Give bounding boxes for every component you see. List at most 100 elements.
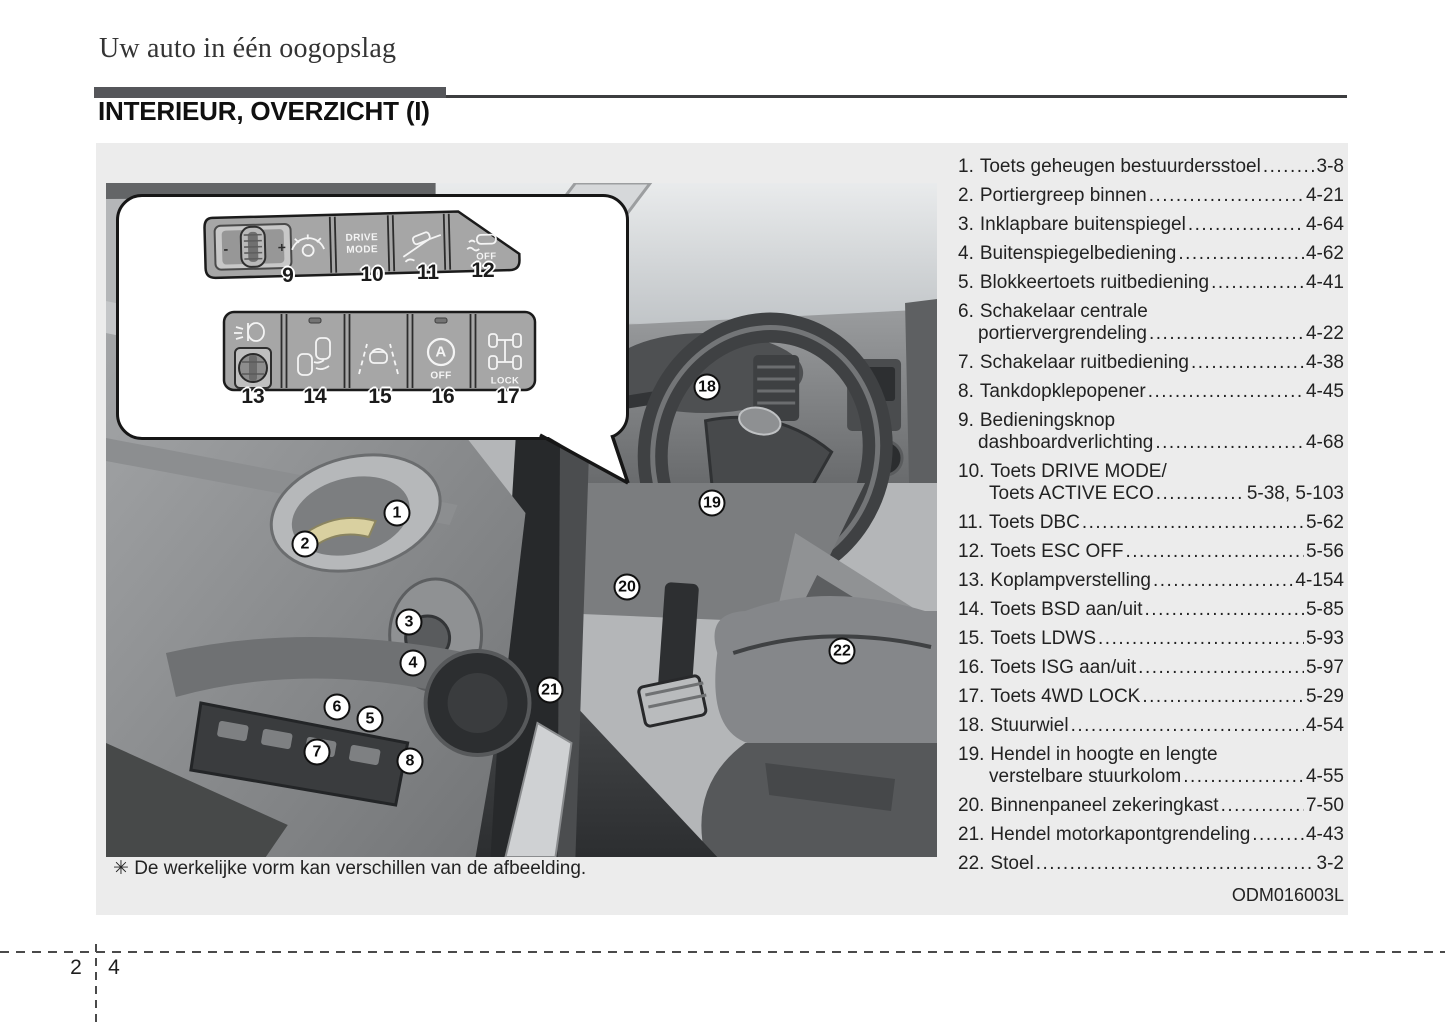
- isg-a-label[interactable]: A: [435, 343, 447, 361]
- photo-marker-number: 8: [405, 752, 415, 769]
- toc-item: 11.Toets DBC5-62: [958, 512, 1344, 534]
- drive-mode-label-line1[interactable]: DRIVE: [345, 232, 379, 244]
- headlamp-leveling-switch[interactable]: [234, 322, 272, 389]
- toc-line: 6.Schakelaar centrale: [958, 301, 1148, 322]
- toc-item: 8.Tankdopklepopener4-45: [958, 381, 1344, 403]
- toc-line: 11.Toets DBC5-62: [958, 512, 1344, 534]
- breadcrumb-bar: [94, 87, 446, 98]
- photo-marker-number: 18: [698, 378, 716, 395]
- photo-marker-number: 22: [833, 642, 851, 659]
- photo-marker-4: 4: [399, 649, 427, 677]
- panel-separators: [280, 314, 477, 388]
- photo-marker-number: 1: [392, 504, 402, 521]
- toc-item: 1.Toets geheugen bestuurdersstoel3-8: [958, 156, 1344, 178]
- dimmer-minus-label: -: [223, 240, 229, 257]
- toc-item: 9.Bedieningsknopdashboardverlichting4-68: [958, 410, 1344, 454]
- toc-item: 3.Inklapbare buitenspiegel4-64: [958, 214, 1344, 236]
- toc-list: 1.Toets geheugen bestuurdersstoel3-8 2.Po…: [958, 156, 1344, 882]
- toc-line: 7.Schakelaar ruitbediening4-38: [958, 352, 1344, 374]
- photo-marker-number: 19: [703, 494, 721, 511]
- 4wd-lock-label[interactable]: LOCK: [490, 375, 520, 387]
- driver-seat: [701, 596, 937, 857]
- toc-line: 13.Koplampverstelling4-154: [958, 570, 1344, 592]
- toc-line: 17.Toets 4WD LOCK5-29: [958, 686, 1344, 708]
- photo-marker-21: 21: [536, 676, 564, 704]
- callout-bubble-tail: [539, 432, 630, 485]
- photo-marker-number: 2: [300, 535, 310, 552]
- toc-item: 14.Toets BSD aan/uit5-85: [958, 599, 1344, 621]
- panel-number-10: 10: [360, 263, 384, 286]
- toc-item: 18.Stuurwiel4-54: [958, 715, 1344, 737]
- footer-dashed-divider: [95, 944, 97, 1026]
- lower-panel-body: [222, 310, 537, 392]
- toc-item: 20.Binnenpaneel zekeringkast7-50: [958, 795, 1344, 817]
- toc-line: 16.Toets ISG aan/uit5-97: [958, 657, 1344, 679]
- page-title: INTERIEUR, OVERZICHT (I): [98, 96, 430, 126]
- photo-marker-22: 22: [828, 637, 856, 665]
- photo-marker-number: 4: [408, 654, 418, 671]
- panel-number-14: 14: [303, 385, 327, 408]
- toc-line: 5.Blokkeertoets ruitbediening4-41: [958, 272, 1344, 294]
- toc-line: 19.Hendel in hoogte en lengte: [958, 744, 1218, 765]
- panel-number-16: 16: [431, 385, 455, 408]
- panel-number-15: 15: [368, 385, 392, 408]
- panel-number-13: 13: [241, 385, 265, 408]
- panel-illumination-icon: [291, 234, 325, 257]
- footer-dashed-rule: [0, 951, 1445, 953]
- toc-line: 3.Inklapbare buitenspiegel4-64: [958, 214, 1344, 236]
- footer-page-number: 4: [108, 956, 120, 979]
- ldws-switch-icon[interactable]: [358, 343, 399, 375]
- toc-line: 8.Tankdopklepopener4-45: [958, 381, 1344, 403]
- panel-number-9: 9: [282, 264, 294, 287]
- toc-item: 7.Schakelaar ruitbediening4-38: [958, 352, 1344, 374]
- toc-line: 12.Toets ESC OFF5-56: [958, 541, 1344, 563]
- drive-mode-label-line2[interactable]: MODE: [346, 244, 379, 256]
- panel-number-11: 11: [416, 261, 440, 284]
- toc-line: 14.Toets BSD aan/uit5-85: [958, 599, 1344, 621]
- switch-panel-lower: A OFF LOCK: [222, 310, 537, 392]
- photo-marker-number: 5: [365, 710, 375, 727]
- illumination-dimmer-switch[interactable]: [213, 223, 293, 271]
- toc-line-continuation: verstelbare stuurkolom4-55: [958, 766, 1344, 788]
- photo-marker-19: 19: [698, 489, 726, 517]
- isg-switch-icon[interactable]: [426, 317, 456, 367]
- isg-off-label[interactable]: OFF: [430, 370, 452, 382]
- switch-panel-upper: - + DRIVE MODE OFF: [202, 208, 522, 280]
- toc-line: 10.Toets DRIVE MODE/: [958, 461, 1167, 482]
- photo-marker-7: 7: [303, 738, 331, 766]
- toc-line-continuation: Toets ACTIVE ECO5-38, 5-103: [958, 483, 1344, 505]
- figure-note: ✳ De werkelijke vorm kan verschillen van…: [113, 858, 587, 879]
- photo-marker-6: 6: [323, 693, 351, 721]
- panel-number-17: 17: [496, 385, 520, 408]
- toc-line: 2.Portiergreep binnen4-21: [958, 185, 1344, 207]
- photo-marker-8: 8: [396, 747, 424, 775]
- toc-line-continuation: dashboardverlichting4-68: [958, 432, 1344, 454]
- photo-marker-1: 1: [383, 499, 411, 527]
- breadcrumb: Uw auto in één oogopslag: [99, 33, 397, 64]
- toc-item: 4.Buitenspiegelbediening4-62: [958, 243, 1344, 265]
- toc-line: 15.Toets LDWS5-93: [958, 628, 1344, 650]
- toc-item: 13.Koplampverstelling4-154: [958, 570, 1344, 592]
- toc-item: 2.Portiergreep binnen4-21: [958, 185, 1344, 207]
- interior-overview-figure: - + DRIVE MODE OFF: [96, 143, 1348, 915]
- toc-line: 22.Stoel3-2: [958, 853, 1344, 875]
- footer-chapter-number: 2: [70, 956, 82, 979]
- bsd-switch-icon[interactable]: [297, 317, 331, 376]
- panel-number-12: 12: [471, 259, 495, 282]
- toc-line: 20.Binnenpaneel zekeringkast7-50: [958, 795, 1344, 817]
- photo-marker-number: 3: [404, 613, 414, 630]
- 4wd-lock-switch-icon[interactable]: [488, 333, 522, 370]
- toc-item: 21.Hendel motorkapontgrendeling4-43: [958, 824, 1344, 846]
- figure-code: ODM016003L: [1231, 885, 1344, 905]
- esc-off-icon[interactable]: [466, 233, 497, 252]
- photo-marker-number: 20: [618, 578, 636, 595]
- toc-line: 1.Toets geheugen bestuurdersstoel3-8: [958, 156, 1344, 178]
- dbc-hill-icon[interactable]: [402, 231, 442, 263]
- photo-marker-2: 2: [291, 530, 319, 558]
- photo-marker-number: 6: [332, 698, 342, 715]
- photo-marker-5: 5: [356, 705, 384, 733]
- header-rule: [446, 95, 1347, 98]
- photo-marker-number: 7: [312, 743, 322, 760]
